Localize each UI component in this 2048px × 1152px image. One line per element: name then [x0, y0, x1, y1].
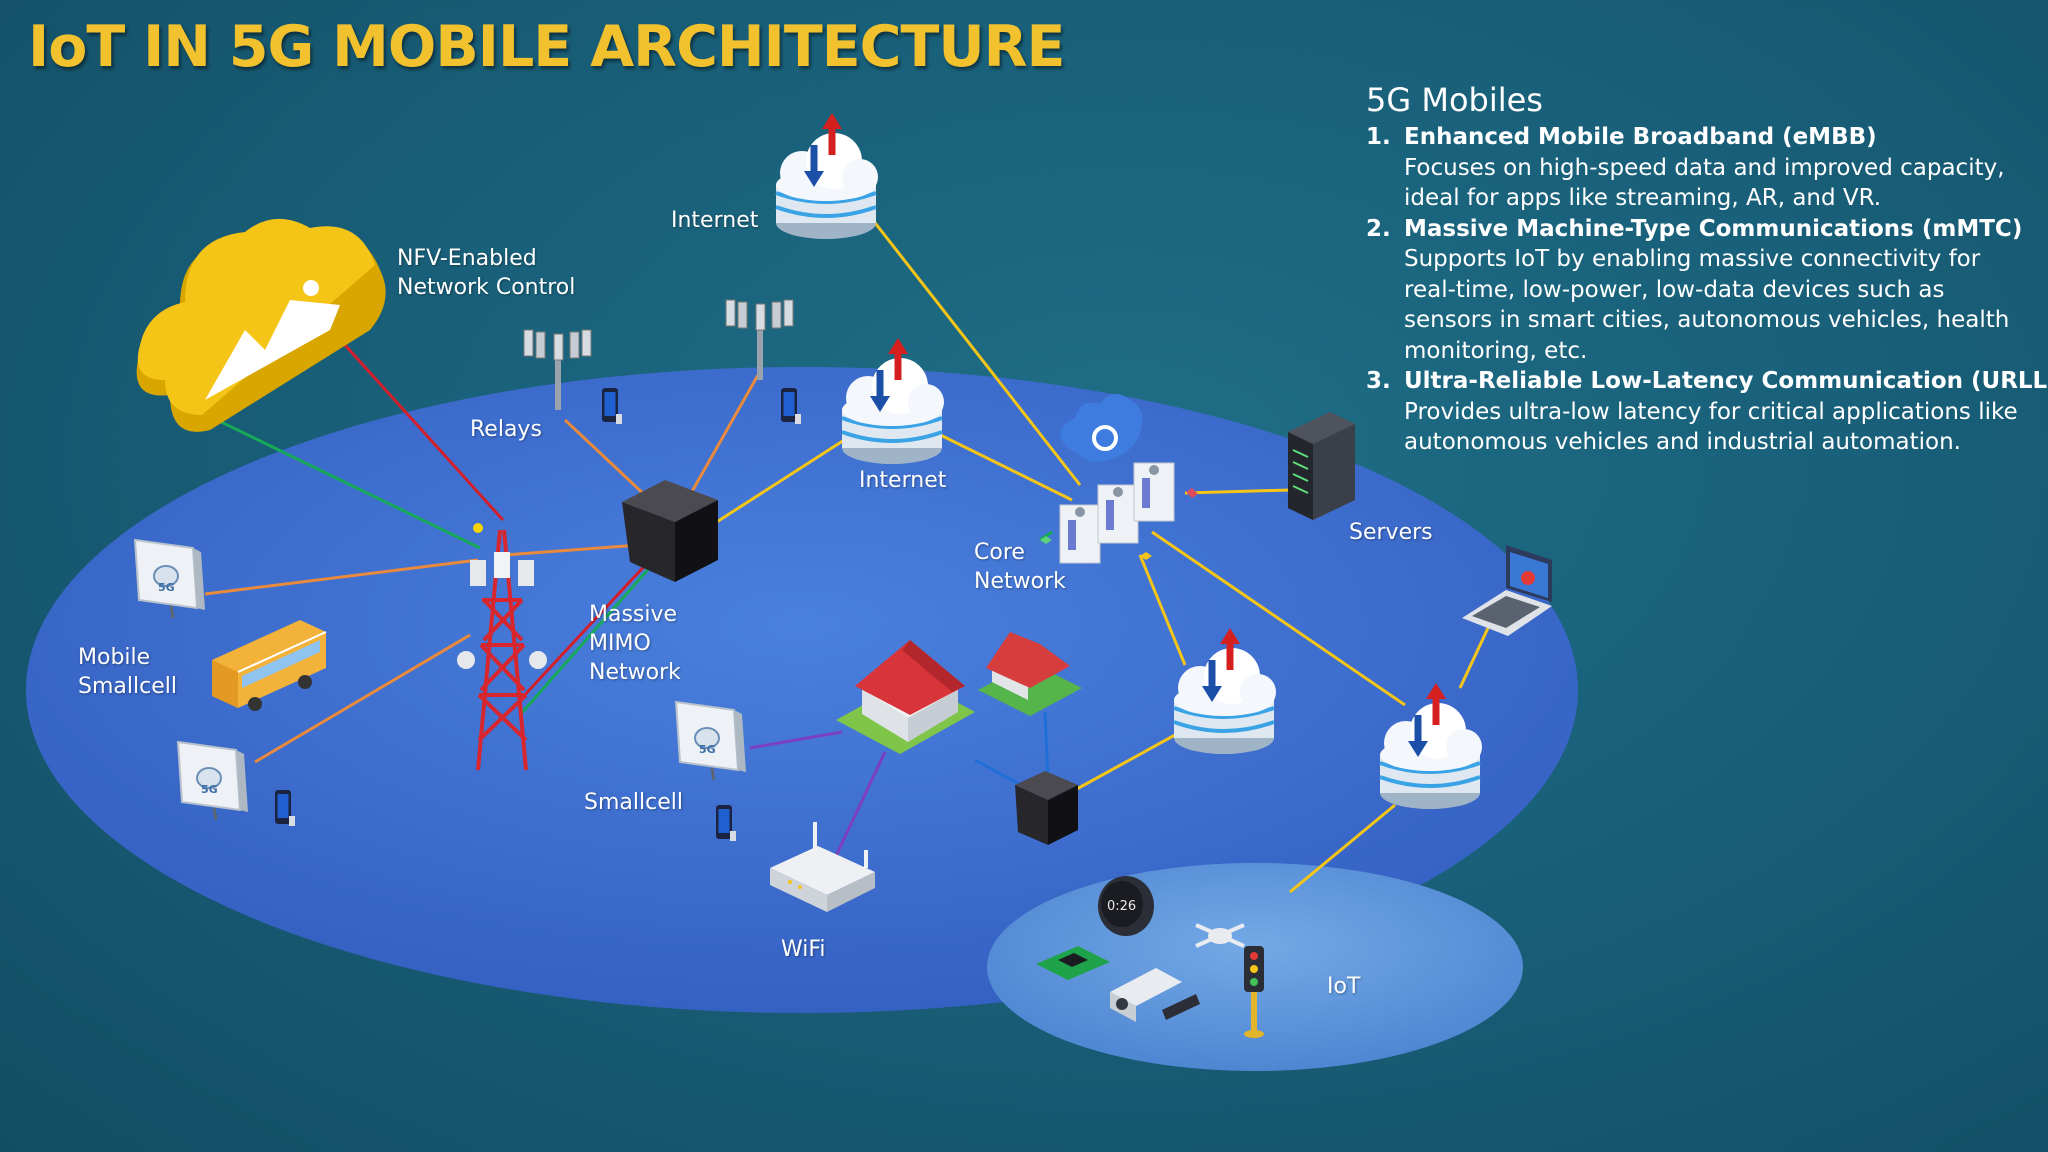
- badge-5g-3: 5G: [699, 743, 716, 756]
- badge-5g-2: 5G: [201, 783, 218, 796]
- info-item-title: Enhanced Mobile Broadband (eMBB): [1404, 124, 1877, 150]
- drone-icon: [1195, 923, 1245, 948]
- link-core-internet-right: [1151, 530, 1406, 707]
- link-tower-mobilesmallcell: [204, 558, 479, 596]
- chip-board-icon: [1036, 946, 1110, 980]
- link-tower-cube-green: [518, 564, 654, 716]
- core-network-icon: [1040, 393, 1198, 564]
- tower-antennas: [457, 523, 547, 669]
- link-house-cube2: [1043, 711, 1050, 781]
- label-nfv: NFV-Enabled Network Control: [397, 244, 575, 302]
- label-servers: Servers: [1349, 520, 1433, 545]
- label-smallcell: Smallcell: [584, 790, 683, 815]
- info-item-urllc: 3. Ultra-Reliable Low-Latency Communicat…: [1366, 366, 2048, 458]
- info-item-embb: 1. Enhanced Mobile Broadband (eMBB) Focu…: [1366, 122, 2026, 214]
- house-icon: [978, 632, 1082, 716]
- link-relay2-cube: [688, 374, 760, 496]
- link-nfv-tower-red: [343, 343, 505, 522]
- label-relays: Relays: [470, 417, 542, 442]
- badge-5g-1: 5G: [158, 581, 175, 594]
- link-laptop-internet-right: [1458, 627, 1490, 689]
- link-core-servers: [1184, 488, 1291, 495]
- info-item-desc: Supports IoT by enabling massive connect…: [1404, 246, 2010, 364]
- label-nfv-line1: NFV-Enabled: [397, 246, 537, 271]
- link-core-internet-center: [1138, 554, 1187, 666]
- gateway-cube-icon: [1015, 771, 1078, 845]
- info-heading: 5G Mobiles: [1366, 81, 1543, 119]
- link-internet-right-iot: [1289, 803, 1396, 894]
- connection-lines: [204, 209, 1490, 894]
- label-internet-mid: Internet: [859, 468, 947, 493]
- label-internet-top: Internet: [671, 208, 759, 233]
- link-tower-cube: [504, 543, 641, 557]
- main-network-platform: [26, 367, 1578, 1013]
- link-relay1-cube: [563, 418, 650, 500]
- label-mimo-line1: Massive: [589, 602, 678, 627]
- label-mobile-smallcell: Mobile Smallcell: [78, 643, 177, 701]
- label-mimo-line3: Network: [589, 660, 681, 685]
- label-massive-mimo: Massive MIMO Network: [589, 600, 681, 687]
- link-wifi-bank: [833, 751, 887, 859]
- info-item-desc: Focuses on high-speed data and improved …: [1404, 154, 2005, 212]
- bank-building-icon: [836, 640, 975, 754]
- link-cube-internetmid: [711, 433, 853, 527]
- internet-top-icon: [776, 113, 878, 239]
- link-tower-smallcell-bottom: [254, 633, 471, 764]
- servers-icon: [1288, 412, 1355, 520]
- link-nfv-tower-green: [212, 416, 481, 550]
- iot-devices: 0:26: [1036, 876, 1264, 1038]
- smart-clock-icon: 0:26: [1098, 876, 1154, 936]
- security-camera-icon: [1110, 968, 1200, 1022]
- info-panel: 5G Mobiles 1. Enhanced Mobile Broadband …: [1366, 80, 2048, 458]
- label-core-line1: Core: [974, 540, 1025, 565]
- label-iot: IoT: [1327, 974, 1361, 999]
- label-nfv-line2: Network Control: [397, 275, 576, 300]
- label-core-line2: Network: [974, 569, 1066, 594]
- laptop-icon: [1462, 545, 1552, 636]
- info-item-title: Massive Machine-Type Communications (mMT…: [1404, 215, 2023, 242]
- label-mobile-smallcell-line1: Mobile: [78, 645, 151, 670]
- wifi-router-icon: [770, 822, 875, 912]
- info-item-title: Ultra-Reliable Low-Latency Communication…: [1404, 368, 2048, 394]
- info-item-number: 2.: [1366, 215, 1391, 242]
- nfv-cloud-icon: [136, 218, 386, 432]
- link-tower-cube-red: [518, 558, 652, 702]
- info-item-number: 1.: [1366, 124, 1391, 150]
- info-item-number: 3.: [1366, 368, 1391, 394]
- clock-display: 0:26: [1107, 899, 1136, 914]
- traffic-light-icon: [1244, 946, 1264, 1038]
- label-core-network: Core Network: [974, 538, 1066, 596]
- bus-icon: [212, 620, 327, 711]
- info-item-desc: Provides ultra-low latency for critical …: [1404, 398, 2018, 456]
- label-mimo-line2: MIMO: [589, 631, 651, 656]
- label-wifi: WiFi: [781, 937, 826, 962]
- link-cube2-internet-center: [1074, 733, 1176, 792]
- label-mobile-smallcell-line2: Smallcell: [78, 674, 177, 699]
- info-item-mmtc: 2. Massive Machine-Type Communications (…: [1366, 214, 2026, 367]
- link-internettop-core: [863, 209, 1082, 486]
- slide-title: IoT IN 5G MOBILE ARCHITECTURE: [28, 14, 1065, 80]
- link-smallcell-bank: [749, 730, 843, 750]
- internet-mid-icon: [842, 338, 944, 464]
- mimo-cube-icon: [622, 480, 718, 582]
